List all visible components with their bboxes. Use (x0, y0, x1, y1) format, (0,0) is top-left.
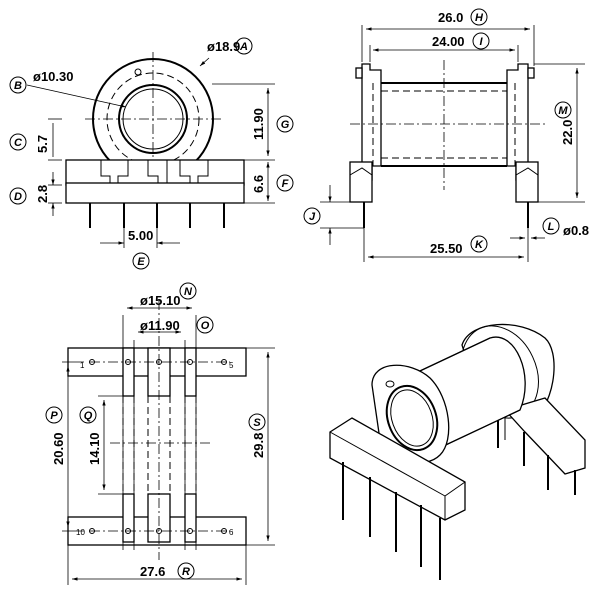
dim-E-value: 5.00 (128, 228, 153, 243)
dim-I-bubble (472, 32, 490, 50)
iso-front-base-corner (444, 481, 466, 497)
dim-A-bubble (235, 37, 253, 55)
dim-B-leader (26, 84, 127, 108)
label-R: R (182, 566, 190, 578)
slot-br (184, 493, 197, 543)
isometric-view (329, 323, 586, 580)
front-base (65, 159, 245, 186)
locating-hole (134, 68, 142, 76)
dim-A-leader (199, 57, 210, 67)
pinhole-5 (221, 359, 227, 365)
side-base-left-detail (349, 167, 373, 176)
dim-H-bubble (470, 8, 488, 26)
pin-number-1: 1 (80, 361, 85, 370)
iso-front-bore (385, 384, 439, 452)
label-Q: Q (84, 410, 93, 422)
dim-I-value: 24.00 (432, 34, 465, 49)
label-I: I (479, 36, 483, 48)
dim-Q-value: 14.10 (87, 432, 102, 465)
side-base-left (349, 161, 373, 203)
dim-G-value: 11.90 (251, 108, 266, 140)
pinhole-2 (125, 359, 131, 365)
side-tab-left (355, 67, 363, 79)
dim-D-value: 2.8 (35, 185, 50, 203)
pinhole-9 (125, 528, 131, 534)
dim-R-value: 27.6 (140, 564, 165, 579)
label-O: O (201, 320, 210, 332)
pinhole-1 (89, 359, 95, 365)
label-M: M (558, 105, 568, 117)
iso-locating-hole (385, 380, 395, 388)
dim-D-bubble (9, 187, 27, 205)
label-P: P (50, 410, 58, 422)
bottom-view: 1 5 6 10 ø15.10 N ø11.90 O 20.60 P 14.10… (45, 282, 275, 585)
slot-tr (184, 347, 197, 397)
label-N: N (184, 286, 193, 298)
pin-number-6: 6 (229, 528, 234, 537)
pinhole-8 (156, 528, 162, 534)
label-L: L (548, 221, 555, 233)
pinhole-6 (221, 528, 227, 534)
label-A: A (239, 41, 248, 53)
dim-C-bubble (9, 133, 27, 151)
dim-L-bubble (542, 217, 560, 235)
side-base-right-detail (515, 167, 539, 176)
dim-F-value: 6.6 (251, 175, 266, 193)
pinhole-7 (187, 528, 193, 534)
label-J: J (309, 211, 316, 223)
iso-front-bore-inner (390, 389, 434, 447)
dim-N-value: ø15.10 (140, 293, 180, 308)
dim-B-value: ø10.30 (33, 69, 73, 84)
pinhole-3 (156, 359, 162, 365)
front-view: ø18.9 A B ø10.30 5.7 C 2.8 D 11.90 G 6.6 (9, 37, 294, 270)
label-K: K (475, 239, 484, 251)
dim-E-bubble (132, 252, 150, 270)
iso-tube-bottom (434, 409, 521, 451)
dim-P-value: 20.60 (51, 432, 66, 465)
label-G: G (281, 119, 290, 131)
pinhole-4 (187, 359, 193, 365)
label-D: D (14, 191, 22, 203)
slot-tl (122, 347, 135, 397)
dim-A-value: ø18.9 (207, 39, 240, 54)
dim-O-value: ø11.90 (140, 318, 180, 333)
label-C: C (14, 137, 23, 149)
dim-Q-bubble (79, 406, 97, 424)
label-S: S (253, 417, 261, 429)
dim-S-bubble (248, 413, 266, 431)
dim-J-bubble (303, 207, 321, 225)
dim-N-bubble (179, 282, 197, 300)
pinhole-10 (89, 528, 95, 534)
label-E: E (137, 256, 145, 268)
pin-number-5: 5 (229, 361, 234, 370)
dim-K-value: 25.50 (430, 241, 463, 256)
dim-G-bubble (276, 115, 294, 133)
side-tab-right (527, 67, 535, 79)
side-base-right (515, 161, 539, 203)
label-B: B (14, 80, 22, 92)
pin-number-10: 10 (76, 528, 85, 537)
front-base-lower (65, 182, 245, 204)
dim-H-value: 26.0 (438, 10, 463, 25)
dim-L-value: ø0.8 (563, 223, 589, 238)
front-slot-3 (179, 160, 209, 184)
side-view: 26.0 H 24.00 I 22.0 M J 25.50 K (303, 8, 589, 262)
label-F: F (282, 178, 289, 190)
dim-B-bubble (9, 76, 27, 94)
dim-M-bubble (554, 101, 572, 119)
dim-R-bubble (177, 562, 195, 580)
dim-C-value: 5.7 (35, 135, 50, 153)
label-H: H (475, 12, 484, 24)
dim-O-bubble (196, 316, 214, 334)
dim-S-value: 29.8 (251, 433, 266, 458)
slot-bl (122, 493, 135, 543)
dim-P-bubble (45, 406, 63, 424)
iso-front-base-top-edge (329, 431, 446, 497)
dim-M-value: 22.0 (560, 120, 575, 145)
front-slot-1 (100, 160, 129, 184)
dim-F-bubble (276, 174, 294, 192)
dim-K-bubble (470, 235, 488, 253)
